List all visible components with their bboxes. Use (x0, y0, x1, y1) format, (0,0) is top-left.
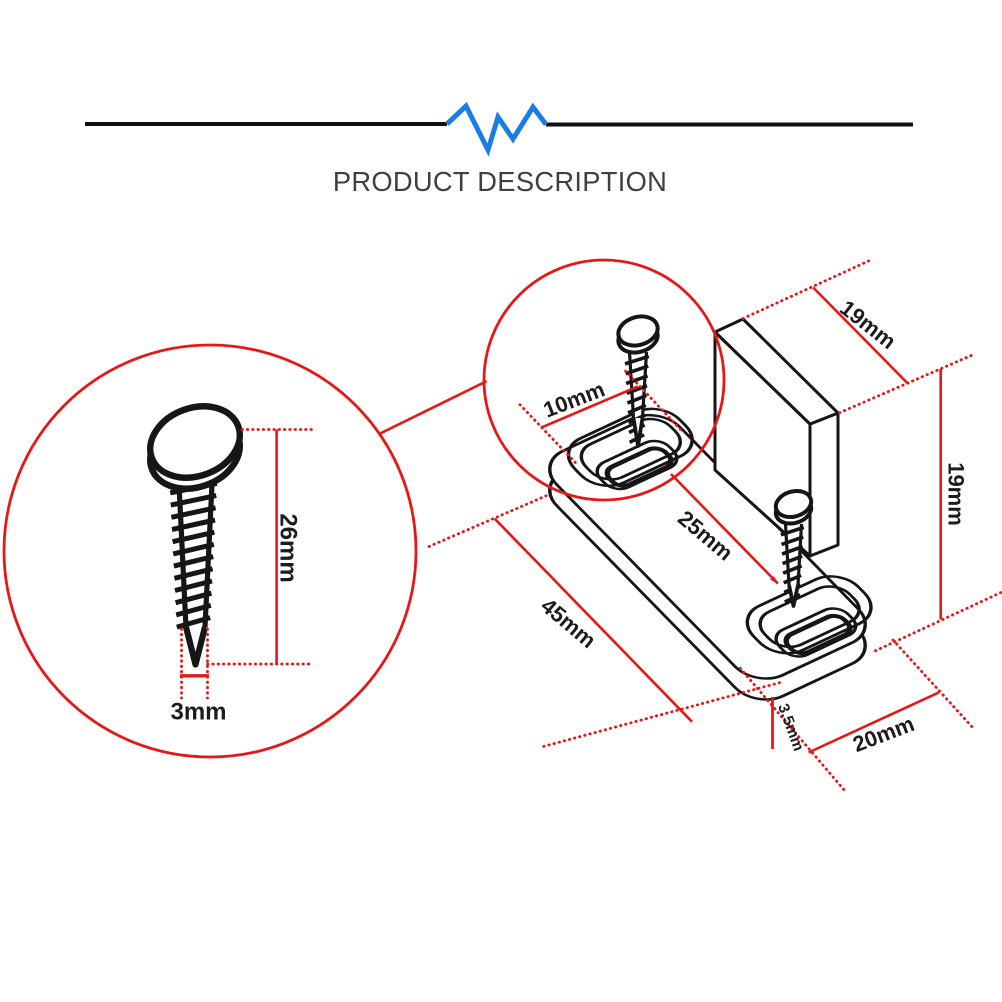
svg-text:26mm: 26mm (275, 513, 302, 582)
svg-text:19mm: 19mm (944, 462, 969, 526)
svg-text:PRODUCT DESCRIPTION: PRODUCT DESCRIPTION (333, 166, 667, 197)
svg-text:3mm: 3mm (170, 699, 226, 726)
